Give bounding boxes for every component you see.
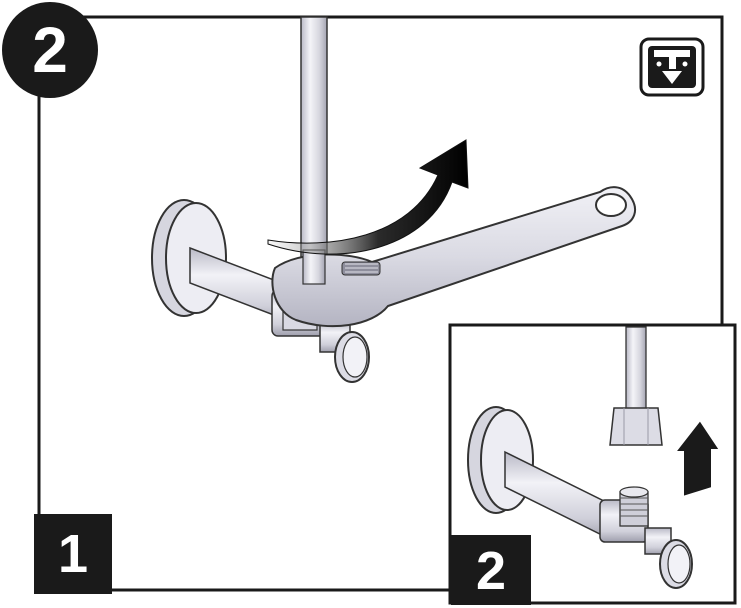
main-scene [151, 16, 637, 383]
up-arrow-icon [672, 418, 722, 499]
rotate-arrow-icon [267, 139, 469, 255]
step-number: 2 [32, 14, 68, 86]
inset-scene [467, 326, 722, 589]
shutoff-valve-water-icon [639, 37, 705, 97]
step-number-circle [2, 2, 98, 98]
main-panel-label: 1 [34, 514, 112, 594]
inset-panel-label: 2 [451, 535, 531, 605]
